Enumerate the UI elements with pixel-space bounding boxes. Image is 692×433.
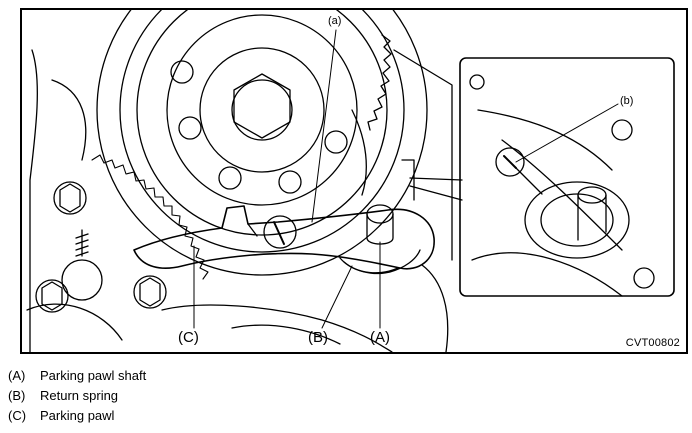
parking-pawl xyxy=(133,205,435,270)
legend-key: (B) xyxy=(8,388,26,403)
callout-B: (B) xyxy=(308,329,328,346)
parking-pawl-illustration xyxy=(26,10,675,352)
figure-code: CVT00802 xyxy=(625,337,680,349)
inset-detail xyxy=(469,74,655,297)
illustration-frame: (a) (b) (A) (B) (C) CVT00802 xyxy=(20,8,688,354)
callout-C: (C) xyxy=(178,329,199,346)
housing-outline xyxy=(29,49,38,352)
legend-key: (C) xyxy=(8,408,27,423)
callout-a: (a) xyxy=(328,15,342,27)
legend: (A) Parking pawl shaft (B) Return spring… xyxy=(8,366,408,426)
inset-panel xyxy=(459,57,675,297)
gear-teeth xyxy=(91,154,209,280)
callout-leader-a xyxy=(311,29,337,223)
bolts-left xyxy=(35,181,167,313)
housing-inner-edge xyxy=(51,79,87,161)
output-gear xyxy=(96,10,428,276)
detail-magnifier xyxy=(263,215,297,249)
legend-text: Return spring xyxy=(40,388,119,403)
legend-text: Parking pawl shaft xyxy=(40,368,147,383)
legend-item: (A) Parking pawl shaft xyxy=(8,366,408,386)
legend-item: (B) Return spring xyxy=(8,386,408,406)
callout-b: (b) xyxy=(620,95,634,107)
callout-leader-b xyxy=(515,103,619,163)
legend-key: (A) xyxy=(8,368,26,383)
legend-item: (C) Parking pawl xyxy=(8,406,408,426)
legend-text: Parking pawl xyxy=(40,408,115,423)
inset-leader-lines xyxy=(409,177,463,201)
callout-A: (A) xyxy=(370,329,390,346)
callout-leader-B xyxy=(321,265,353,329)
